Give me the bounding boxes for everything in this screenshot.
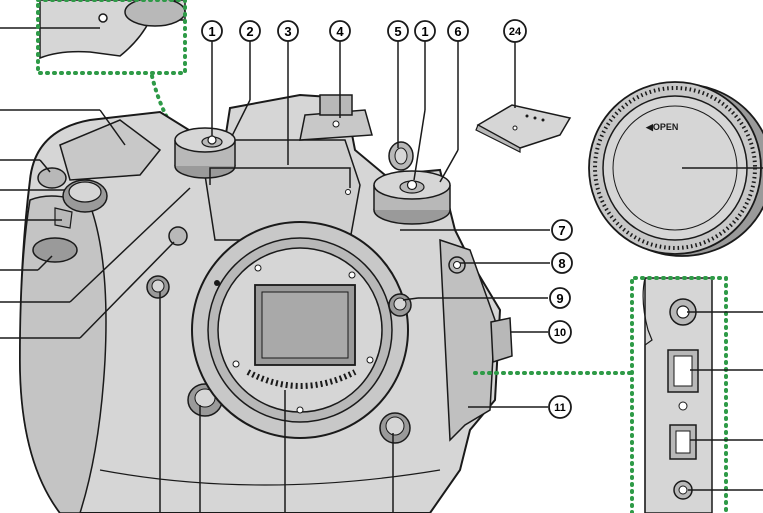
callout-9: 9 (549, 287, 571, 309)
callout-5: 5 (387, 20, 409, 42)
svg-text:10: 10 (554, 327, 566, 339)
callout-1b: 1 (414, 20, 436, 42)
callout-3: 3 (277, 20, 299, 42)
callout-2: 2 (239, 20, 261, 42)
callout-7: 7 (551, 219, 573, 241)
svg-text:9: 9 (556, 291, 563, 306)
svg-text:5: 5 (394, 24, 401, 39)
exposure-dial-right[interactable] (373, 170, 451, 225)
callout-1a: 1 (201, 20, 223, 42)
svg-text:6: 6 (454, 24, 461, 39)
callout-11: 11 (548, 395, 572, 419)
svg-text:1: 1 (208, 24, 215, 39)
callout-6: 6 (447, 20, 469, 42)
lens-mount (191, 221, 409, 439)
svg-text:24: 24 (509, 26, 522, 38)
svg-text:7: 7 (558, 223, 565, 238)
small-dial-5[interactable] (388, 141, 414, 171)
hot-shoe-cover (475, 104, 572, 153)
shutter-speed-dial-left[interactable] (174, 127, 236, 179)
svg-text:2: 2 (246, 24, 253, 39)
callout-8: 8 (551, 252, 573, 274)
svg-text:8: 8 (558, 256, 565, 271)
svg-text:11: 11 (554, 402, 566, 414)
front-buttons-right[interactable] (345, 189, 513, 444)
hot-shoe (299, 94, 373, 141)
body-cap: ◀OPEN (588, 81, 763, 257)
svg-text:1: 1 (421, 24, 428, 39)
svg-text:4: 4 (336, 24, 344, 39)
callout-badges: 1 2 3 4 5 1 6 24 (201, 19, 573, 419)
callout-24: 24 (503, 19, 527, 43)
callout-10: 10 (548, 320, 572, 344)
callout-4: 4 (329, 20, 351, 42)
leader-lines (0, 38, 763, 513)
port-inset (473, 276, 763, 513)
body-cap-open-label: ◀OPEN (645, 122, 678, 132)
grip-controls[interactable] (32, 167, 108, 263)
svg-text:3: 3 (284, 24, 291, 39)
